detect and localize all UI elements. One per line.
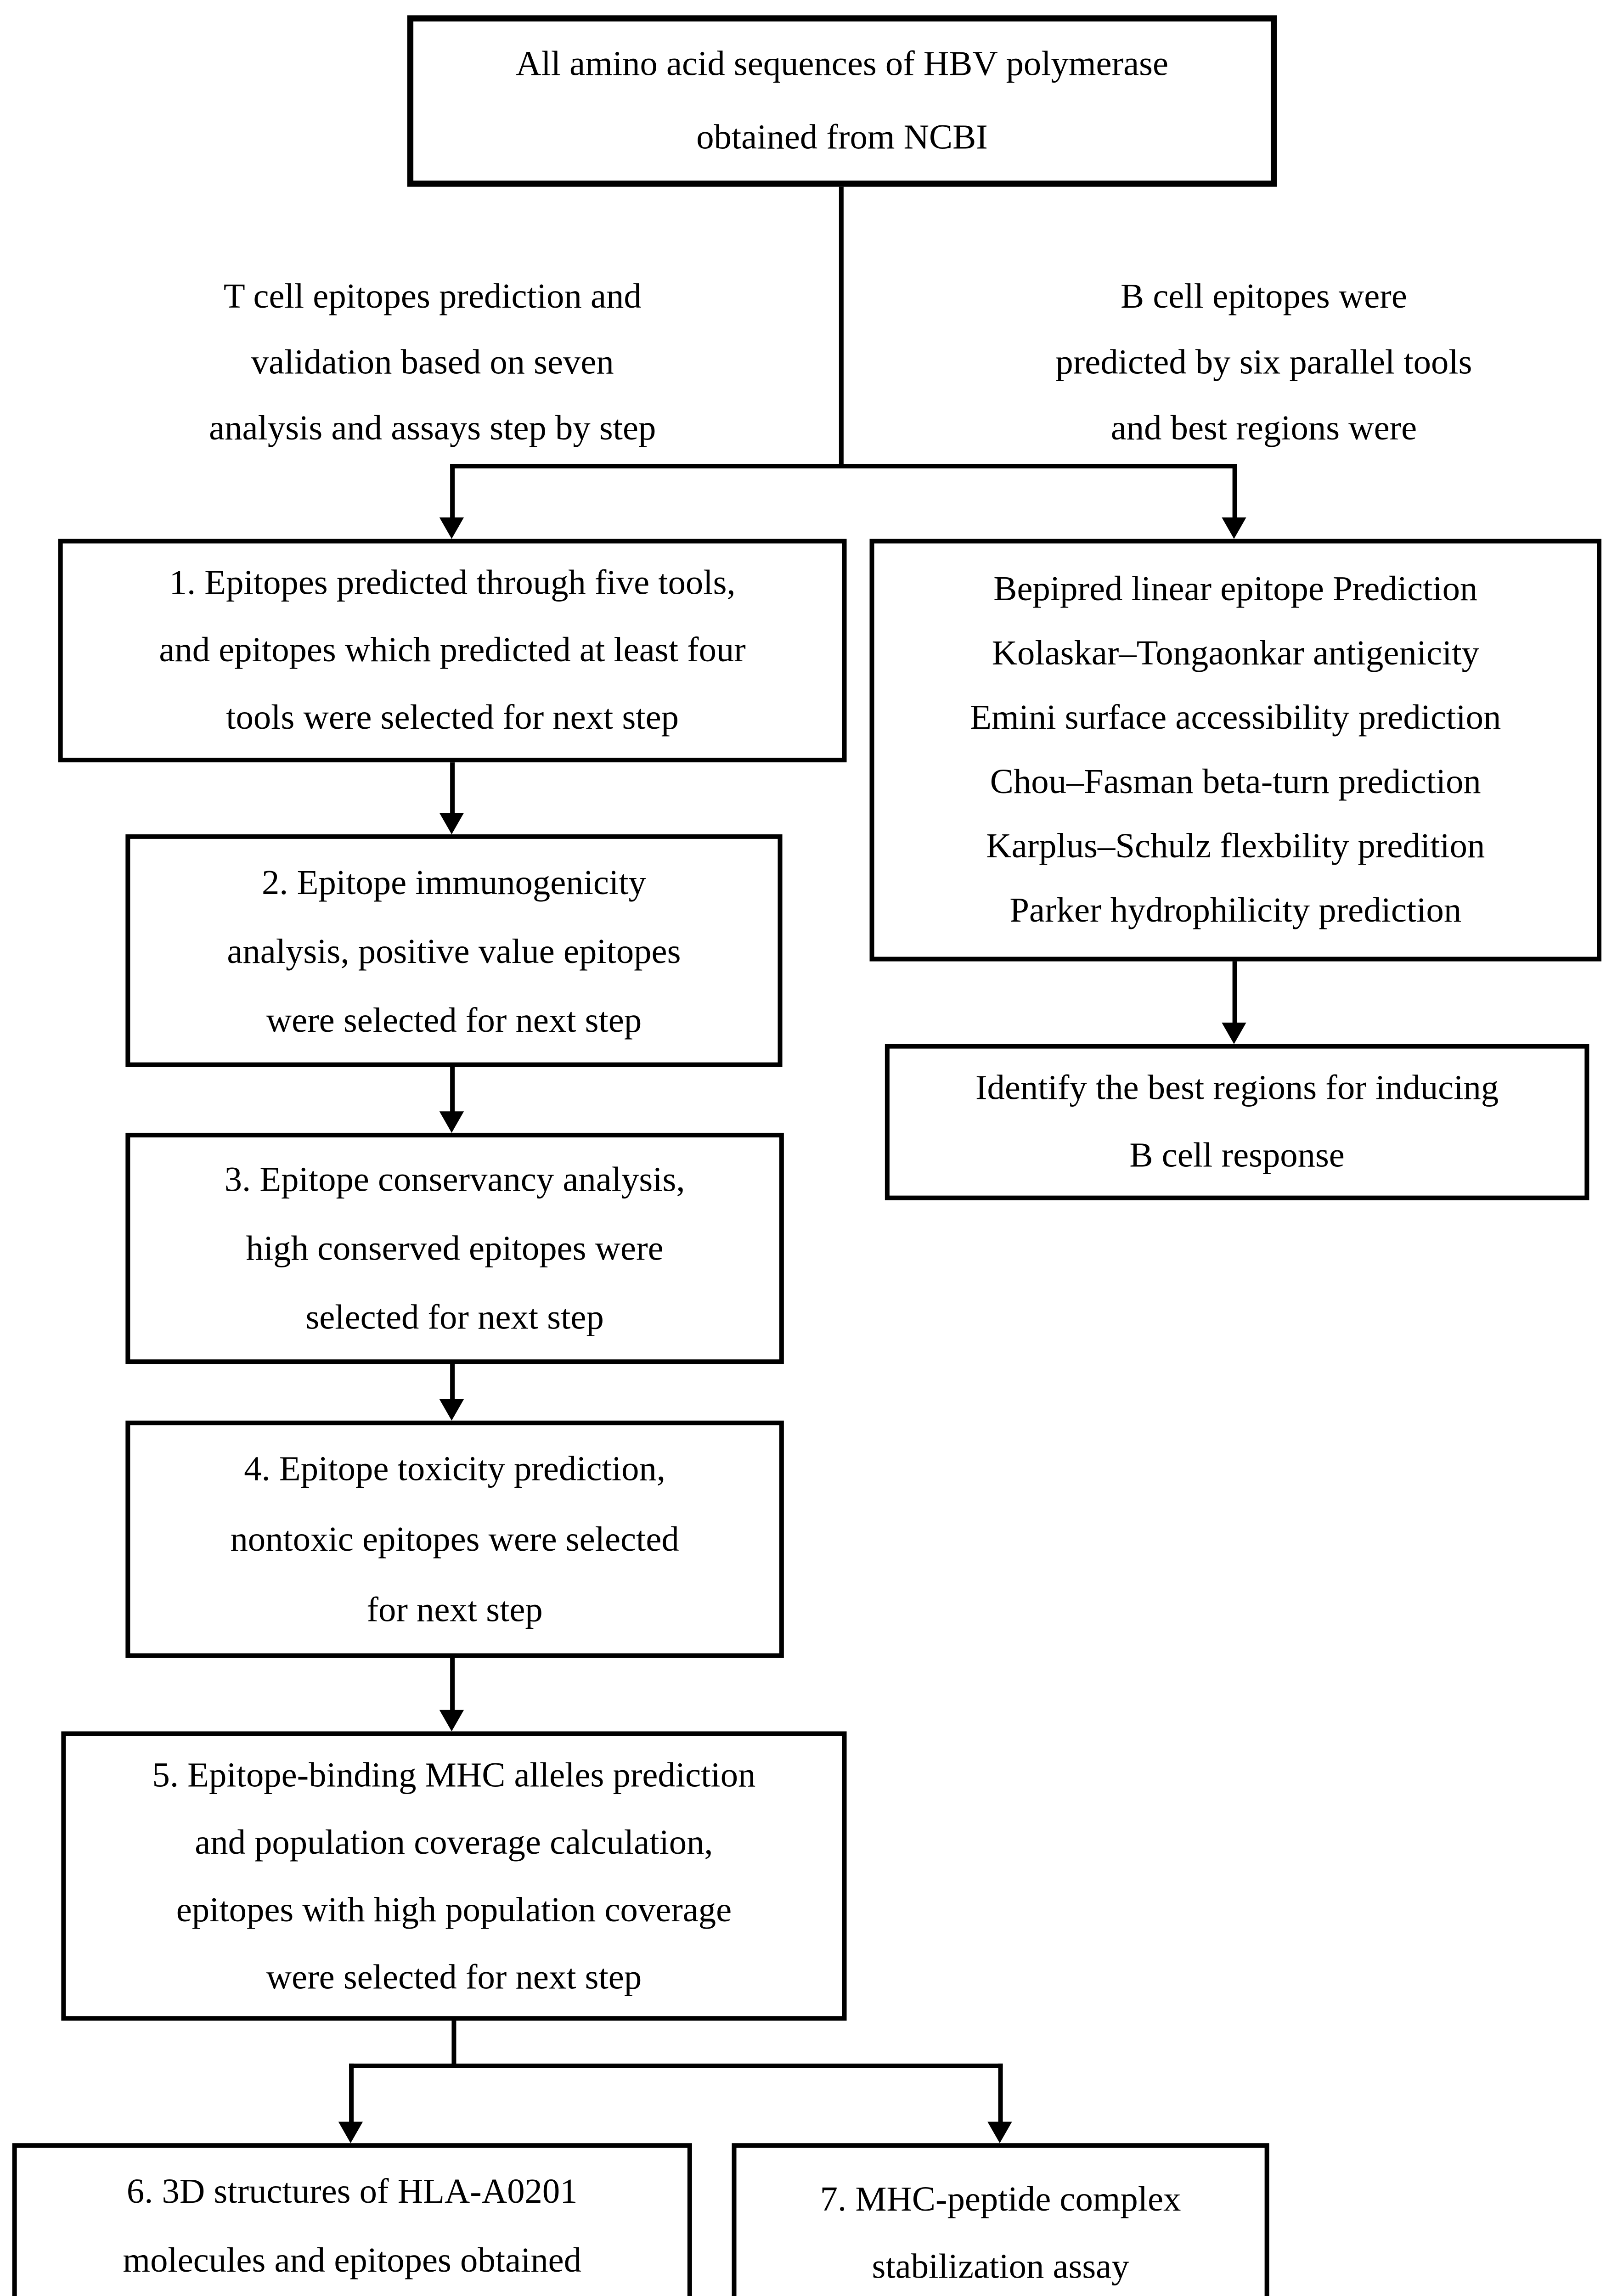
text-line: and best regions were bbox=[1110, 409, 1417, 447]
connector-step4-step5 bbox=[450, 1658, 455, 1712]
text-line: B cell response bbox=[1129, 1136, 1345, 1174]
step3-box: 3. Epitope conservancy analysis, high co… bbox=[125, 1132, 784, 1364]
connector-branch-right bbox=[1232, 464, 1237, 519]
connector-top-vertical bbox=[839, 186, 844, 467]
text-line: epitopes with high population coverage bbox=[176, 1890, 732, 1928]
connector-bottom-right bbox=[998, 2063, 1003, 2123]
arrowhead-step1 bbox=[439, 517, 464, 539]
text-line: Parker hydrophilicity prediction bbox=[1009, 891, 1462, 929]
arrowhead-step4 bbox=[439, 1399, 464, 1421]
connector-step2-step3 bbox=[450, 1067, 455, 1113]
text-line: and epitopes which predicted at least fo… bbox=[159, 630, 746, 669]
text-line: Kolaskar–Tongaonkar antigenicity bbox=[992, 634, 1479, 672]
branch-line-bottom bbox=[349, 2063, 1003, 2068]
connector-tools-identify bbox=[1232, 961, 1237, 1024]
step6-box: 6. 3D structures of HLA-A0201 molecules … bbox=[12, 2143, 692, 2296]
text-line: 4. Epitope toxicity prediction, bbox=[244, 1449, 666, 1487]
step2-box: 2. Epitope immunogenicity analysis, posi… bbox=[125, 834, 783, 1067]
text-line: 3. Epitope conservancy analysis, bbox=[224, 1160, 685, 1199]
text-line: obtained from NCBI bbox=[696, 118, 988, 157]
arrowhead-b-tools bbox=[1222, 517, 1246, 539]
b-cell-tools-box: Bepipred linear epitope Prediction Kolas… bbox=[869, 539, 1602, 962]
text-line: Chou–Fasman beta-turn prediction bbox=[990, 762, 1481, 801]
text-line: for next step bbox=[366, 1590, 543, 1628]
text-line: tools were selected for next step bbox=[226, 698, 679, 737]
connector-step5-vertical bbox=[451, 2020, 456, 2068]
t-cell-branch-label: T cell epitopes prediction and validatio… bbox=[130, 263, 735, 461]
text-line: nontoxic epitopes were selected bbox=[230, 1519, 679, 1558]
text-line: Emini surface accessibility prediction bbox=[970, 698, 1501, 737]
b-cell-identify-box: Identify the best regions for inducing B… bbox=[885, 1044, 1589, 1200]
arrowhead-step3 bbox=[439, 1111, 464, 1133]
text-line: Identify the best regions for inducing bbox=[975, 1068, 1499, 1107]
text-line: analysis, positive value epitopes bbox=[227, 931, 681, 970]
text-line: and molecular docking bbox=[191, 2294, 513, 2296]
connector-step1-step2 bbox=[450, 762, 455, 815]
text-line: selected for next step bbox=[305, 1298, 604, 1337]
arrowhead-step7 bbox=[987, 2122, 1012, 2144]
connector-branch-left bbox=[450, 464, 455, 519]
text-line: high conserved epitopes were bbox=[246, 1229, 664, 1268]
text-line: 5. Epitope-binding MHC alleles predictio… bbox=[152, 1755, 756, 1794]
text-line: validation based on seven bbox=[251, 343, 614, 382]
text-line: T cell epitopes prediction and bbox=[223, 277, 642, 315]
step4-box: 4. Epitope toxicity prediction, nontoxic… bbox=[125, 1420, 784, 1658]
text-line: and population coverage calculation, bbox=[195, 1822, 713, 1861]
ncbi-source-box: All amino acid sequences of HBV polymera… bbox=[407, 15, 1277, 187]
text-line: stabilization assay bbox=[872, 2246, 1129, 2285]
connector-step3-step4 bbox=[450, 1364, 455, 1401]
text-line: 6. 3D structures of HLA-A0201 bbox=[126, 2171, 578, 2210]
text-line: 2. Epitope immunogenicity bbox=[261, 862, 646, 901]
connector-bottom-left bbox=[349, 2063, 354, 2123]
arrowhead-b-identify bbox=[1222, 1022, 1246, 1044]
arrowhead-step6 bbox=[338, 2122, 363, 2144]
arrowhead-step2 bbox=[439, 813, 464, 834]
text-line: were selected for next step bbox=[266, 1957, 642, 1996]
text-line: were selected for next step bbox=[266, 1000, 642, 1039]
text-line: All amino acid sequences of HBV polymera… bbox=[516, 44, 1169, 83]
text-line: Bepipred linear epitope Prediction bbox=[993, 569, 1478, 608]
step1-box: 1. Epitopes predicted through five tools… bbox=[58, 539, 847, 763]
text-line: B cell epitopes were bbox=[1121, 277, 1407, 315]
text-line: predicted by six parallel tools bbox=[1055, 343, 1472, 382]
arrowhead-step5 bbox=[439, 1710, 464, 1732]
step7-box: 7. MHC-peptide complex stabilization ass… bbox=[732, 2143, 1269, 2296]
text-line: molecules and epitopes obtained bbox=[123, 2240, 582, 2279]
b-cell-branch-label: B cell epitopes were predicted by six pa… bbox=[962, 263, 1567, 461]
text-line: 1. Epitopes predicted through five tools… bbox=[169, 563, 736, 602]
step5-box: 5. Epitope-binding MHC alleles predictio… bbox=[61, 1731, 847, 2021]
text-line: 7. MHC-peptide complex bbox=[820, 2179, 1181, 2217]
branch-line-top bbox=[450, 464, 1237, 469]
text-line: analysis and assays step by step bbox=[209, 409, 656, 447]
text-line: Karplus–Schulz flexbility predition bbox=[986, 827, 1485, 865]
